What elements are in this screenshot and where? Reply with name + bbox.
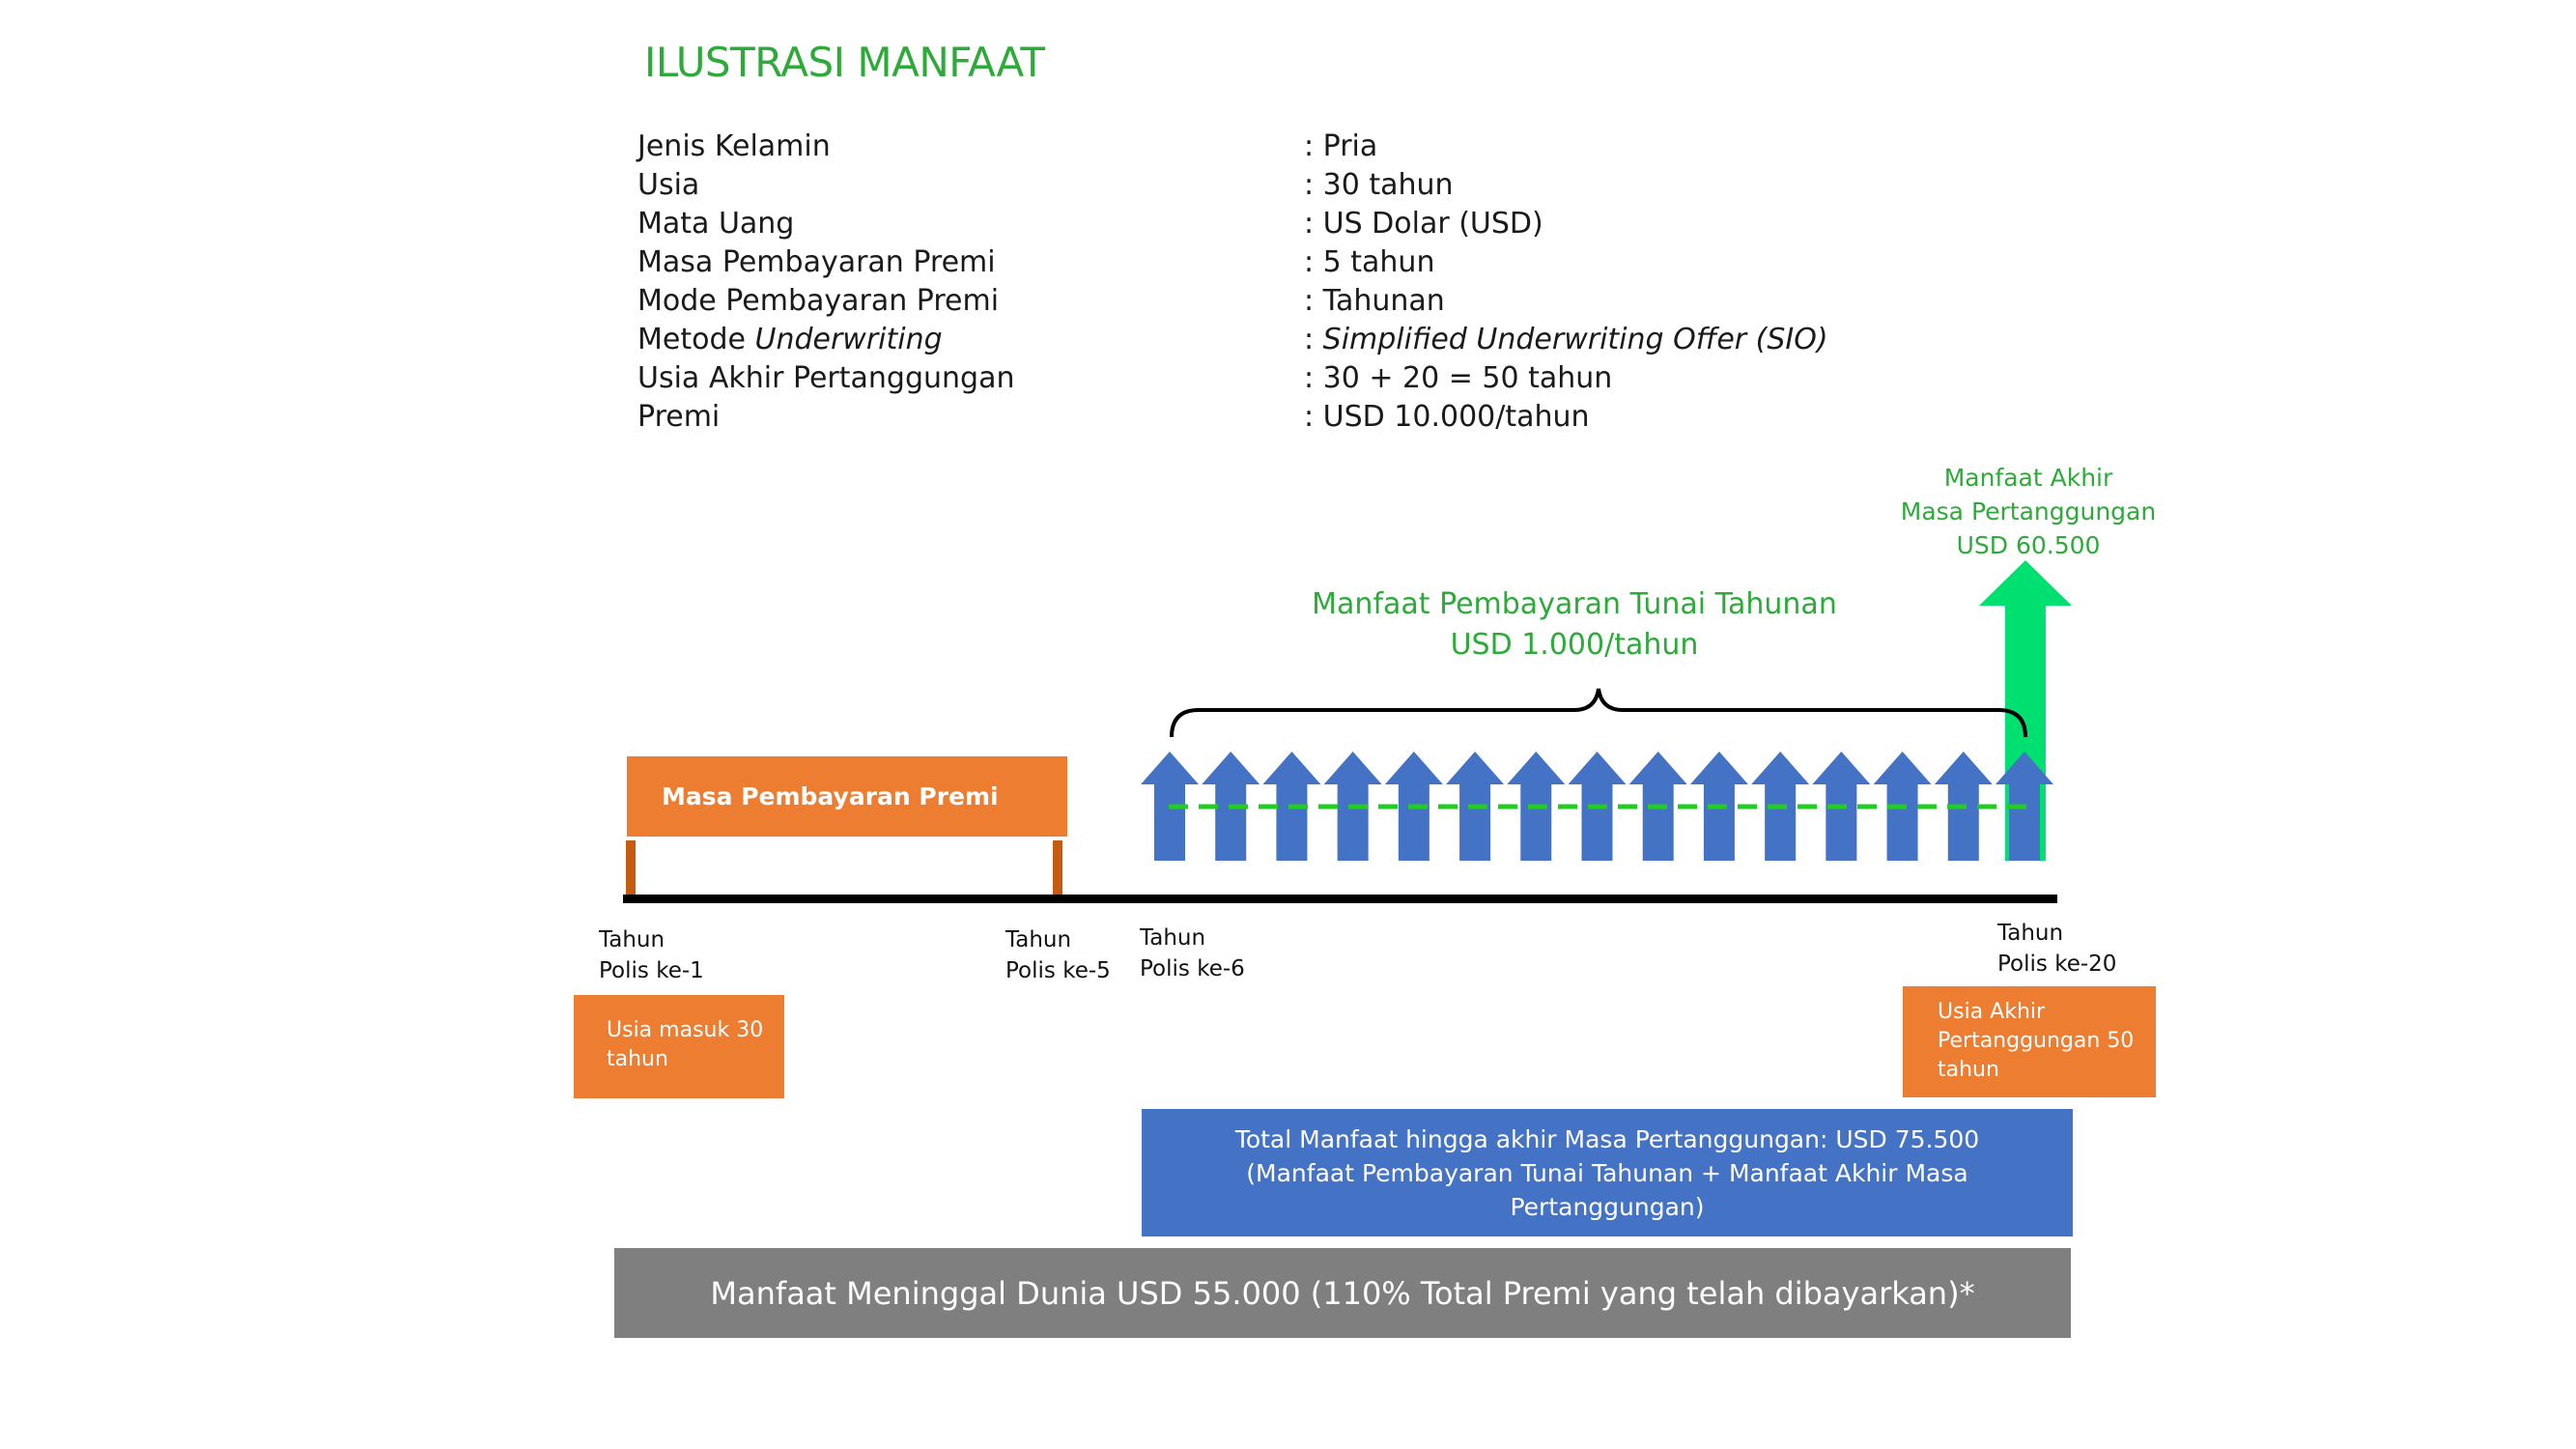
age-value: : 30 tahun [1304, 168, 1454, 202]
year-1-line-1: Tahun [599, 927, 665, 952]
end-age-line-1: Usia Akhir [1938, 1000, 2046, 1024]
premium-payment-bar-label: Masa Pembayaran Premi [662, 782, 999, 810]
year-20-label: Tahun Polis ke-20 [1997, 918, 2116, 980]
entry-age-line-1: Usia masuk 30 [607, 1018, 764, 1042]
end-age-box: Usia Akhir Pertanggungan 50 tahun [1903, 986, 2156, 1097]
info-labels: Jenis Kelamin Usia Mata Uang Masa Pembay… [637, 128, 1014, 437]
underwriting-label: Metode Underwriting [637, 321, 1014, 359]
death-benefit-bar: Manfaat Meninggal Dunia USD 55.000 (110%… [614, 1248, 2071, 1338]
underwriting-label-prefix: Metode [637, 323, 755, 356]
total-benefit-box: Total Manfaat hingga akhir Masa Pertangg… [1142, 1109, 2073, 1236]
premium-end-leg [1053, 840, 1062, 895]
annual-cash-label: Manfaat Pembayaran Tunai Tahunan USD 1.0… [1285, 584, 1864, 666]
total-benefit-line-3: Pertanggungan) [1510, 1192, 1705, 1221]
currency-label: Mata Uang [637, 207, 795, 241]
gender-label: Jenis Kelamin [637, 129, 831, 163]
premium-period-value: : 5 tahun [1304, 245, 1435, 279]
year-1-label: Tahun Polis ke-1 [599, 924, 704, 986]
year-20-line-1: Tahun [1997, 921, 2064, 946]
entry-age-line-2: tahun [607, 1047, 668, 1071]
annual-cash-line-1: Manfaat Pembayaran Tunai Tahunan [1312, 587, 1837, 621]
year-20-line-2: Polis ke-20 [1997, 952, 2117, 977]
year-5-line-1: Tahun [1005, 927, 1072, 952]
underwriting-value-prefix: : [1304, 323, 1323, 356]
premium-start-leg [626, 840, 636, 895]
payment-mode-label: Mode Pembayaran Premi [637, 284, 1000, 318]
total-benefit-line-1: Total Manfaat hingga akhir Masa Pertangg… [1234, 1124, 1980, 1153]
death-benefit-label: Manfaat Meninggal Dunia USD 55.000 (110%… [710, 1274, 1975, 1312]
timeline-axis [623, 895, 2057, 903]
entry-age-box: Usia masuk 30 tahun [574, 995, 784, 1098]
maturity-line-3: USD 60.500 [1956, 531, 2101, 559]
underwriting-value: : Simplified Underwriting Offer (SIO) [1304, 321, 1828, 359]
year-5-line-2: Polis ke-5 [1005, 958, 1111, 983]
year-5-label: Tahun Polis ke-5 [1005, 924, 1111, 986]
premium-payment-bar: Masa Pembayaran Premi [627, 756, 1067, 837]
currency-value: : US Dolar (USD) [1304, 207, 1543, 241]
premium-value: : USD 10.000/tahun [1304, 400, 1590, 434]
year-6-label: Tahun Polis ke-6 [1140, 923, 1245, 984]
maturity-arrow [1979, 560, 2072, 861]
end-age-value: : 30 + 20 = 50 tahun [1304, 361, 1613, 395]
maturity-line-2: Masa Pertanggungan [1900, 497, 2157, 526]
maturity-line-1: Manfaat Akhir [1943, 464, 2113, 492]
total-benefit-line-2: (Manfaat Pembayaran Tunai Tahunan + Manf… [1246, 1158, 1968, 1187]
age-label: Usia [637, 168, 700, 202]
premium-period-label: Masa Pembayaran Premi [637, 245, 996, 279]
year-6-line-2: Polis ke-6 [1140, 956, 1245, 981]
page-title: ILUSTRASI MANFAAT [644, 39, 1045, 86]
end-age-label: Usia Akhir Pertanggungan [637, 361, 1015, 395]
annual-cash-brace [1170, 688, 2027, 738]
underwriting-label-italic: Underwriting [754, 323, 943, 356]
annual-cash-line-2: USD 1.000/tahun [1450, 628, 1699, 662]
premium-label: Premi [637, 400, 721, 434]
underwriting-value-italic: Simplified Underwriting Offer (SIO) [1322, 323, 1828, 356]
info-values: : Pria : 30 tahun : US Dolar (USD) : 5 t… [1304, 128, 1828, 437]
year-6-line-1: Tahun [1140, 925, 1206, 951]
end-age-line-2: Pertanggungan 50 [1938, 1029, 2135, 1053]
maturity-benefit-label: Manfaat Akhir Masa Pertanggungan USD 60.… [1835, 461, 2222, 562]
payment-mode-value: : Tahunan [1304, 284, 1445, 318]
end-age-line-3: tahun [1938, 1058, 1999, 1082]
gender-value: : Pria [1304, 129, 1378, 163]
year-1-line-2: Polis ke-1 [599, 958, 704, 983]
